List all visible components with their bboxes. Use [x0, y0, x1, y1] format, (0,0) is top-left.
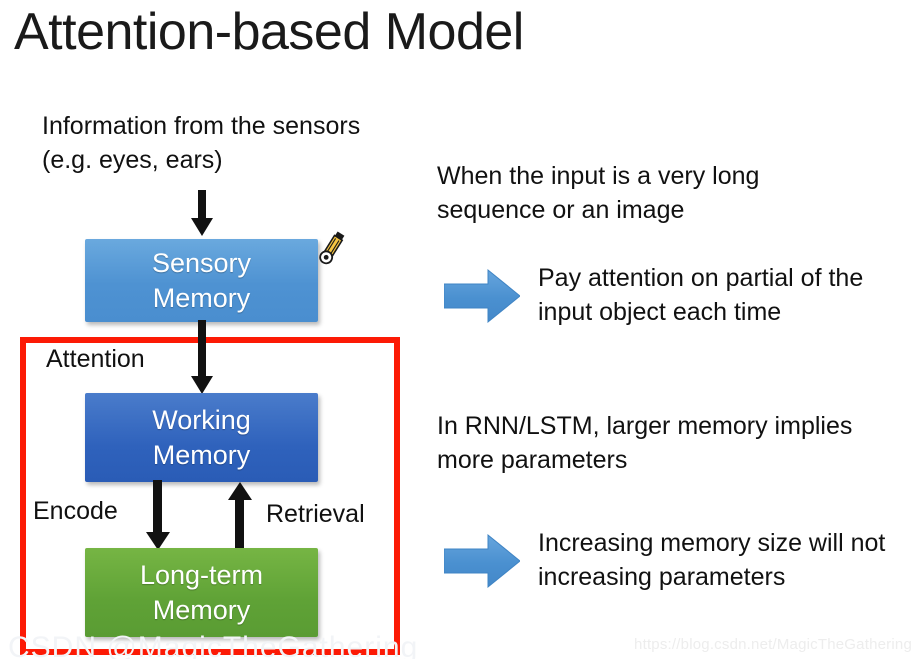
edge-label-attention: Attention: [46, 345, 145, 373]
edge-label-encode: Encode: [33, 497, 118, 525]
note-bullet-1-text: Pay attention on partial of the input ob…: [538, 264, 864, 326]
block-sensory-memory-line2: Memory: [152, 282, 251, 313]
watermark-right: https://blog.csdn.net/MagicTheGathering: [634, 636, 912, 653]
block-long-term-memory[interactable]: Long-term Memory: [85, 548, 318, 637]
block-working-memory[interactable]: Working Memory: [85, 393, 318, 482]
note-bullet-2: Increasing memory size will not increasi…: [444, 527, 920, 595]
arrow-sensory-to-working-icon: [191, 320, 213, 394]
block-long-term-memory-line1: Long-term: [139, 559, 264, 590]
page-title: Attention-based Model: [14, 3, 524, 61]
arrow-input-to-sensory-icon: [191, 190, 213, 236]
block-sensory-memory-line1: Sensory: [151, 247, 252, 278]
block-working-memory-line2: Memory: [152, 439, 251, 470]
right-arrow-icon: [444, 268, 520, 324]
block-sensory-memory[interactable]: Sensory Memory: [85, 239, 318, 322]
arrow-retrieval-icon: [228, 482, 252, 552]
block-long-term-memory-line2: Memory: [152, 594, 251, 625]
note-bullet-1: Pay attention on partial of the input ob…: [444, 262, 920, 330]
note-bullet-2-text: Increasing memory size will not increasi…: [538, 529, 886, 591]
pencil-icon: [319, 231, 345, 265]
note-paragraph-2: In RNN/LSTM, larger memory implies more …: [437, 412, 853, 474]
attention-highlight-box: [20, 337, 400, 655]
block-working-memory-line1: Working: [152, 404, 251, 435]
sensor-input-caption: Information from the sensors (e.g. eyes,…: [42, 112, 361, 174]
right-arrow-icon: [444, 533, 520, 589]
watermark-left: CSDN @MagicTheGathering: [8, 631, 419, 659]
arrow-encode-icon: [146, 480, 170, 550]
note-paragraph-1: When the input is a very long sequence o…: [437, 162, 760, 224]
edge-label-retrieval: Retrieval: [266, 500, 365, 528]
